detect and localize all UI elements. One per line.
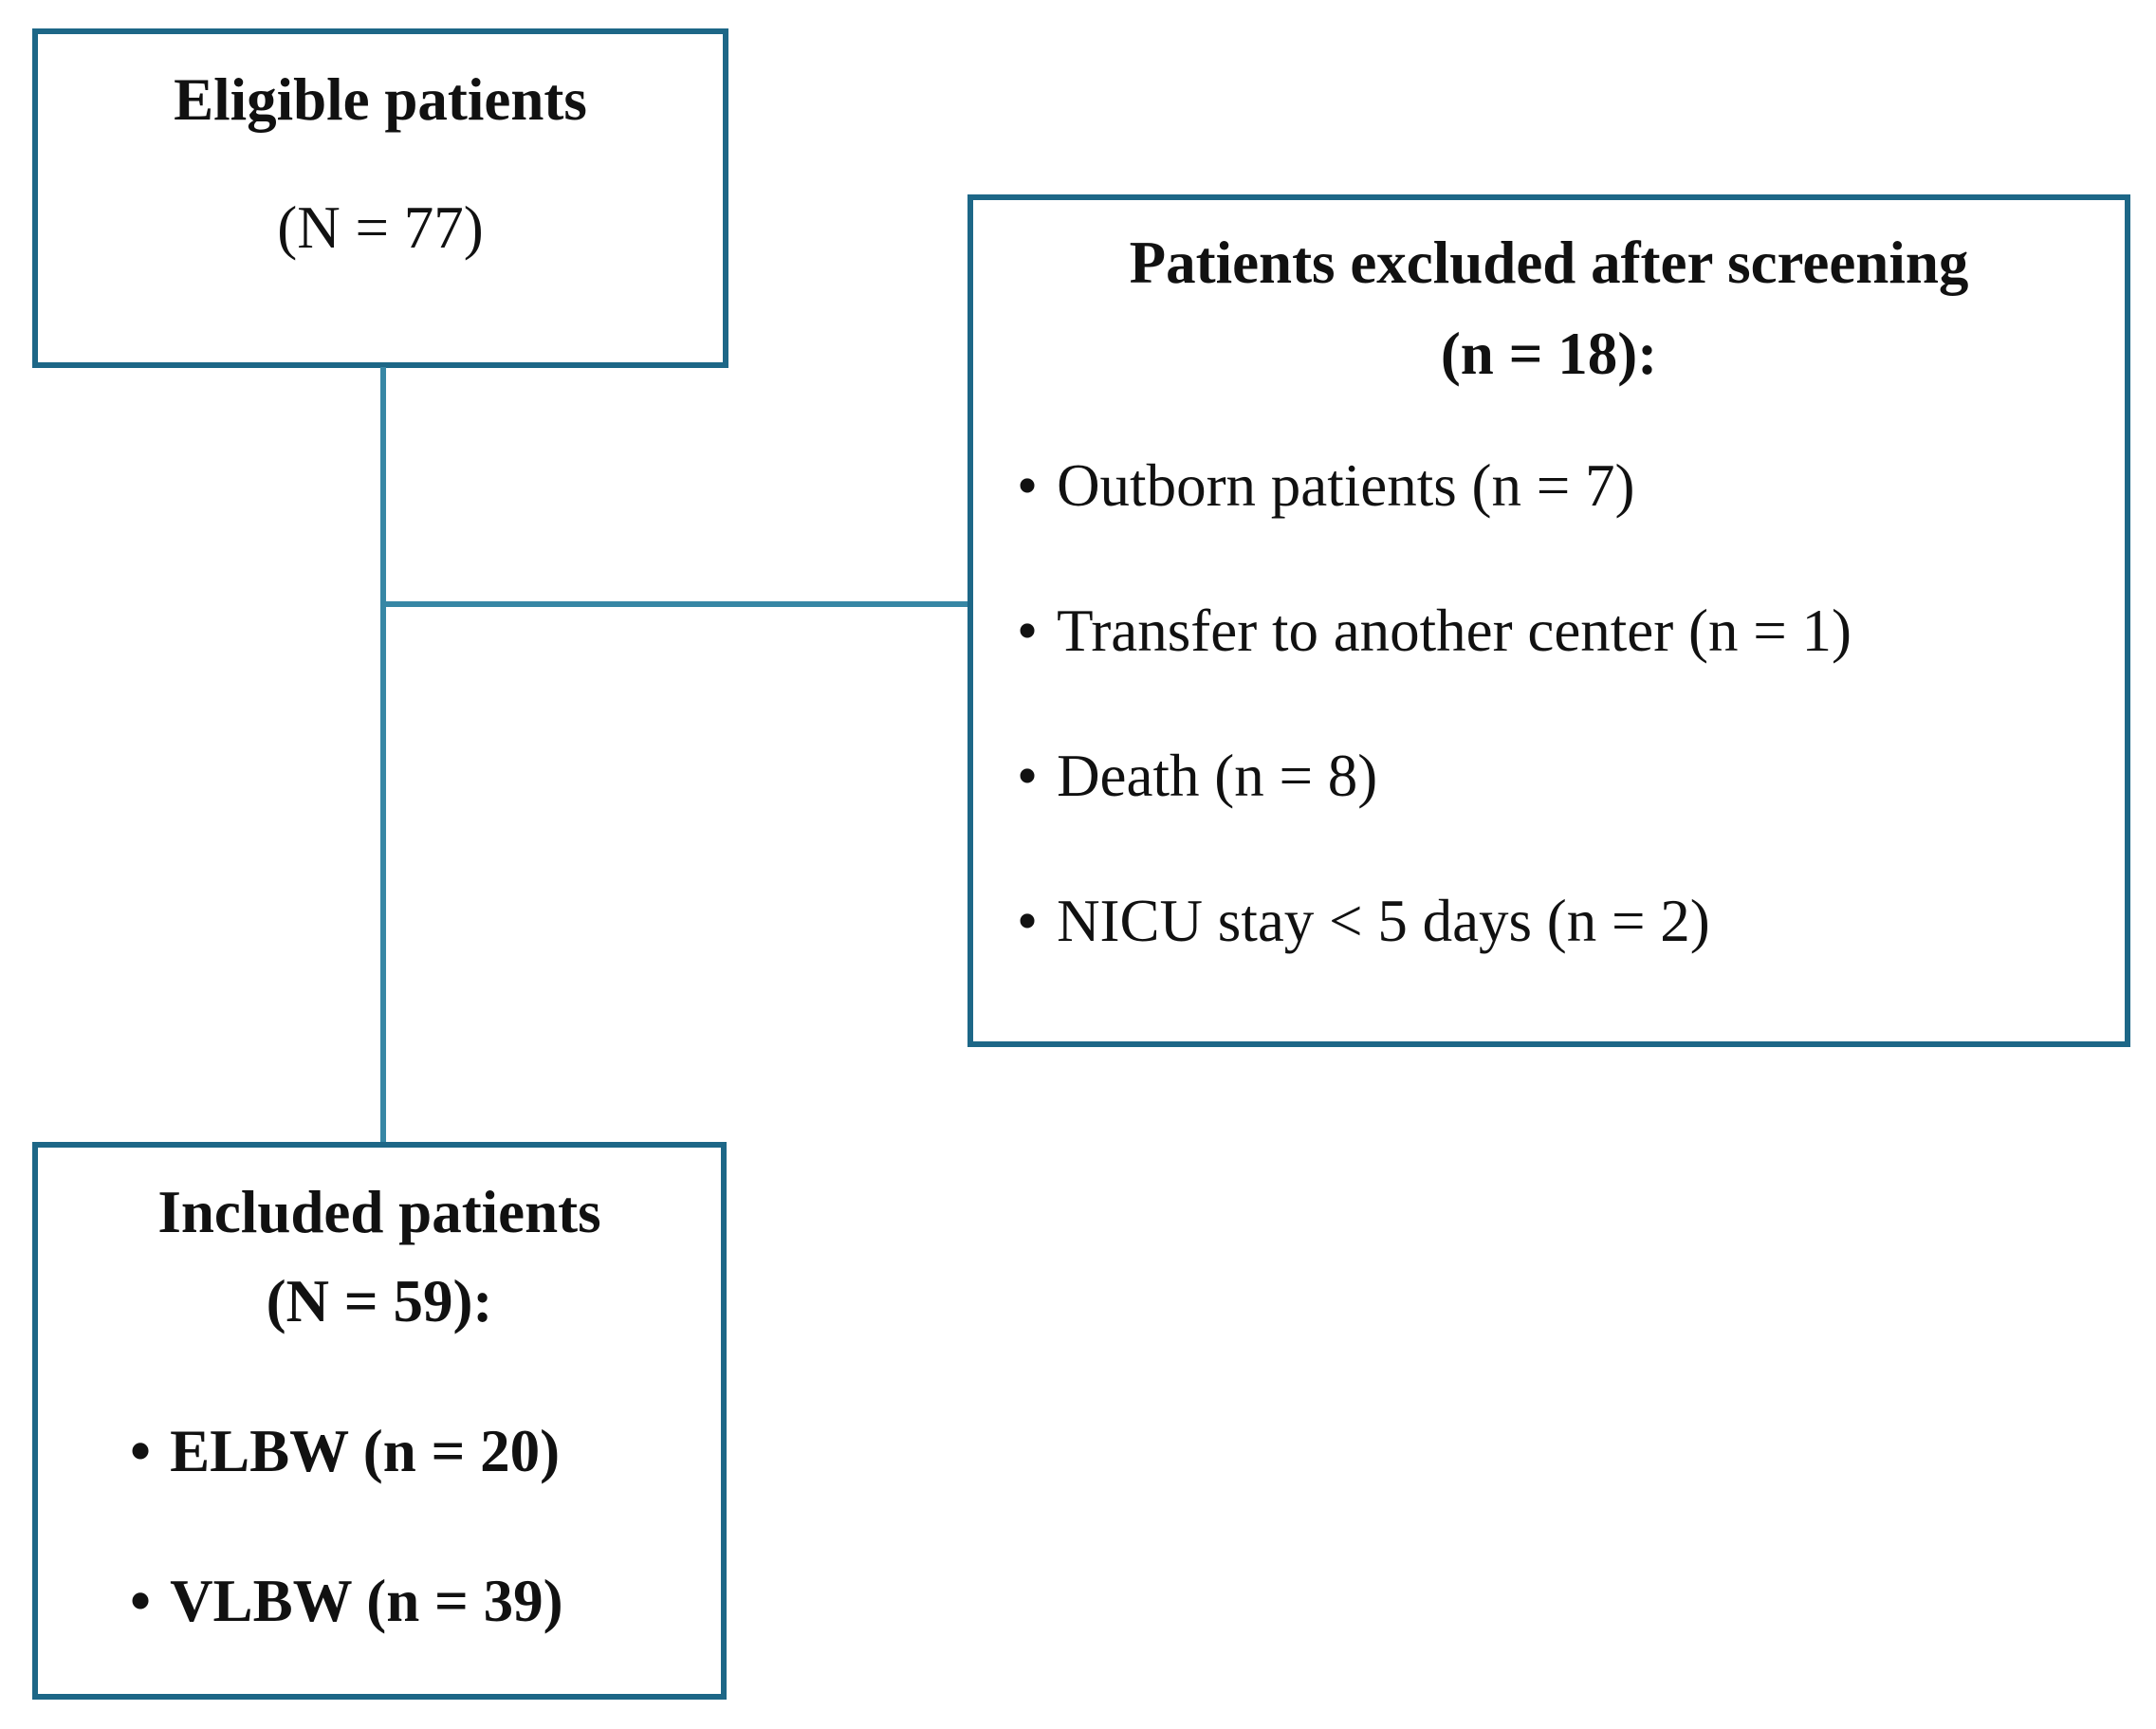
connector-horizontal-line <box>383 601 988 607</box>
included-box-count: (N = 59): <box>266 1268 493 1334</box>
included-groups-list: •ELBW (n = 20) •VLBW (n = 39) <box>130 1422 721 1721</box>
excluded-reasons-list: •Outborn patients (n = 7) • Transfer to a… <box>1017 456 2125 1037</box>
excluded-reason-item: • Death (n = 8) <box>1017 746 2125 806</box>
bullet-icon: • <box>130 1418 152 1484</box>
bullet-icon: • <box>1017 598 1039 664</box>
excluded-box-count: (n = 18): <box>1440 321 1658 387</box>
excluded-reason-text: Outborn patients (n = 7) <box>1057 452 1635 519</box>
included-group-item: •ELBW (n = 20) <box>130 1422 721 1481</box>
bullet-icon: • <box>1017 888 1039 954</box>
excluded-reason-text: Death (n = 8) <box>1057 743 1378 809</box>
included-box-title: Included patients <box>157 1179 601 1245</box>
bullet-icon: • <box>1017 743 1039 809</box>
bullet-icon: • <box>130 1568 152 1634</box>
eligible-box-count: (N = 77) <box>277 194 484 261</box>
excluded-reason-item: • Transfer to another center (n = 1) <box>1017 601 2125 661</box>
excluded-reason-item: •Outborn patients (n = 7) <box>1017 456 2125 516</box>
excluded-patients-box: Patients excluded after screening (n = 1… <box>967 194 2130 1047</box>
included-patients-box: Included patients (N = 59): •ELBW (n = 2… <box>32 1142 727 1700</box>
excluded-reason-text: NICU stay < 5 days (n = 2) <box>1057 888 1710 954</box>
included-group-text: VLBW (n = 39) <box>170 1568 563 1634</box>
included-group-item: •VLBW (n = 39) <box>130 1572 721 1631</box>
eligible-box-title: Eligible patients <box>174 66 587 133</box>
bullet-icon: • <box>1017 452 1039 519</box>
eligible-patients-box: Eligible patients (N = 77) <box>32 28 728 368</box>
excluded-reason-text: Transfer to another center (n = 1) <box>1057 598 1852 664</box>
included-group-text: ELBW (n = 20) <box>170 1418 561 1484</box>
excluded-reason-item: •NICU stay < 5 days (n = 2) <box>1017 892 2125 951</box>
connector-vertical-line <box>380 367 386 1143</box>
excluded-box-title: Patients excluded after screening <box>1129 230 1969 296</box>
